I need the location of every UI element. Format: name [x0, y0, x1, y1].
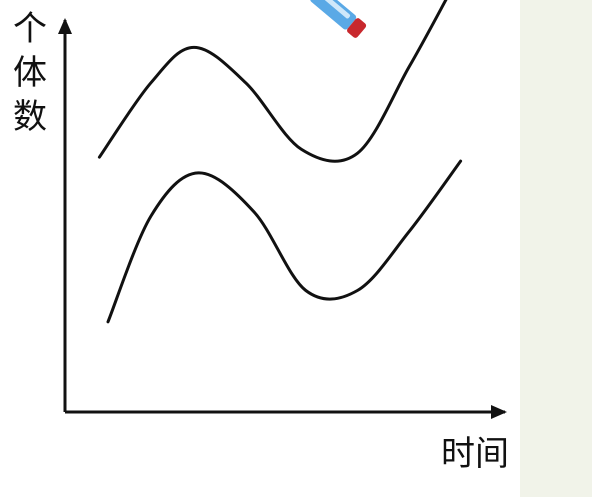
series-line-lower [106, 159, 463, 324]
y-axis-label-char: 数 [13, 97, 47, 137]
series-line-upper [97, 0, 448, 163]
axes [58, 18, 507, 419]
x-axis-label: 时间 [441, 434, 509, 474]
pen-body [310, 0, 357, 30]
pen-tip [347, 18, 367, 38]
pen-highlight [317, 0, 351, 19]
pen-icon [310, 0, 367, 38]
chart-panel [0, 0, 520, 497]
y-axis-label-char: 体 [13, 53, 47, 93]
y-axis-label-char: 个 [13, 9, 47, 49]
y-axis-label: 个体数 [13, 9, 47, 137]
series-layer [97, 0, 463, 324]
